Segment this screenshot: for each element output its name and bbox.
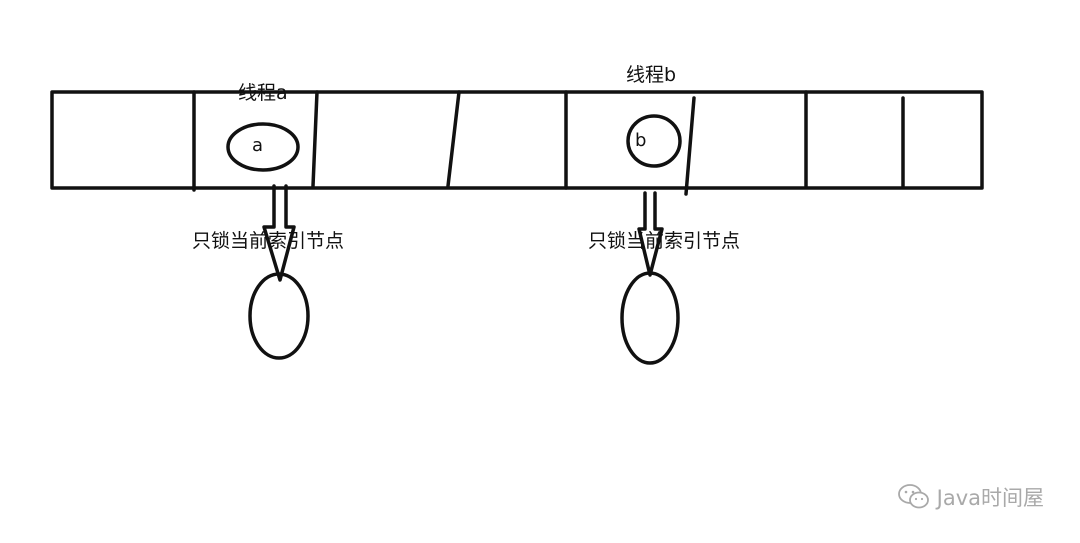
node-b-label: b	[635, 130, 647, 151]
lock-arrow-b	[637, 191, 664, 277]
bucket-divider-5	[684, 96, 696, 196]
thread-a-label: 线程a	[238, 82, 288, 104]
lock-note-a: 只锁当前索引节点	[192, 230, 345, 252]
thread-b-label: 线程b	[626, 64, 677, 86]
locked-node-a	[248, 272, 310, 360]
bucket-divider-3	[446, 90, 461, 188]
watermark-text: Java时间屋	[936, 486, 1044, 510]
locked-node-b	[620, 271, 680, 365]
lock-arrow-a	[262, 184, 296, 282]
wechat-icon	[897, 484, 929, 509]
node-b-ellipse	[626, 114, 682, 168]
lock-note-b: 只锁当前索引节点	[588, 230, 741, 252]
node-a-label: a	[252, 135, 264, 156]
watermark: Java时间屋	[897, 482, 1044, 512]
bucket-divider-2	[311, 90, 319, 188]
node-a-ellipse	[226, 122, 300, 172]
array-bar	[50, 90, 984, 190]
